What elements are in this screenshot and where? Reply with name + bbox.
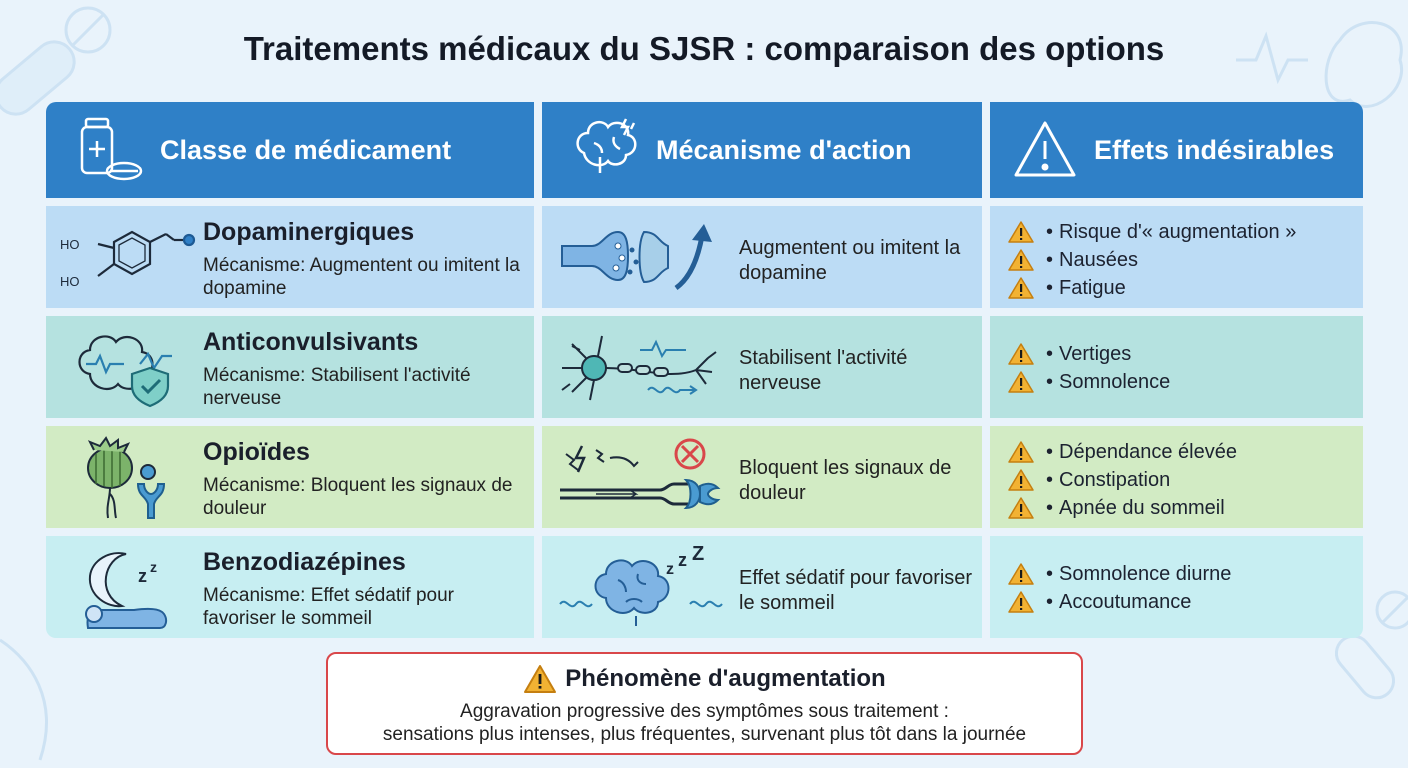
effects-cell: •Somnolence diurne •Accoutumance <box>990 536 1363 638</box>
sleeping-brain-icon: z z Z <box>559 546 723 626</box>
mechanism-description: Augmentent ou imitent la dopamine <box>739 237 961 284</box>
class-cell: z z Benzodiazépines Mécanisme: Effet séd… <box>46 536 534 638</box>
callout-title: Phénomène d'augmentation <box>328 664 1081 694</box>
header-effects: Effets indésirables <box>990 102 1363 198</box>
svg-text:z: z <box>666 561 674 578</box>
svg-text:z: z <box>678 550 687 570</box>
molecule-label: HO <box>60 237 80 252</box>
comparison-table: Classe de médicament Mécanisme d'action … <box>46 102 1363 640</box>
class-mechanism: Mécanisme: Effet sédatif pour favoriser … <box>203 585 454 629</box>
medicine-bottle-icon <box>80 117 143 181</box>
neuron-icon <box>561 335 717 401</box>
mechanism-description: Bloquent les signaux de douleur <box>739 457 952 504</box>
effect-item: •Risque d'« augmentation » <box>1008 218 1296 246</box>
effect-item: •Somnolence <box>1008 368 1170 396</box>
effects-list: •Somnolence diurne •Accoutumance <box>1008 560 1231 616</box>
warning-icon <box>1008 249 1034 271</box>
dopamine-molecule-icon: HO HO <box>60 230 196 289</box>
class-cell: HO HO Dopaminergiques Mécanisme: Augment… <box>46 206 534 308</box>
effects-cell: •Dépendance élevée •Constipation •Apnée … <box>990 426 1363 528</box>
warning-icon <box>1008 277 1034 299</box>
warning-icon <box>1008 497 1034 519</box>
effects-cell: •Vertiges •Somnolence <box>990 316 1363 418</box>
effect-item: •Somnolence diurne <box>1008 560 1231 588</box>
mechanism-description: Effet sédatif pour favoriser le sommeil <box>739 567 973 614</box>
molecule-label: HO <box>60 274 80 289</box>
effects-cell: •Risque d'« augmentation » •Nausées •Fat… <box>990 206 1363 308</box>
class-name: Dopaminergiques <box>203 218 415 246</box>
effect-item: •Constipation <box>1008 466 1237 494</box>
header-class-label: Classe de médicament <box>160 134 452 165</box>
brain-icon <box>576 118 637 173</box>
header-effects-label: Effets indésirables <box>1094 134 1335 165</box>
class-name: Benzodiazépines <box>203 548 406 576</box>
effects-list: •Vertiges •Somnolence <box>1008 340 1170 396</box>
warning-icon <box>1008 563 1034 585</box>
header-mechanism-label: Mécanisme d'action <box>656 134 912 165</box>
effect-item: •Apnée du sommeil <box>1008 494 1237 522</box>
brain-shield-icon <box>78 335 172 408</box>
class-mechanism: Mécanisme: Augmentent ou imitent la dopa… <box>203 255 520 299</box>
header-mechanism: Mécanisme d'action <box>542 102 982 198</box>
effect-item: •Vertiges <box>1008 340 1170 368</box>
warning-icon <box>1008 221 1034 243</box>
synapse-icon <box>561 224 712 291</box>
callout-line: Aggravation progressive des symptômes so… <box>460 701 949 722</box>
mechanism-cell: Augmentent ou imitent la dopamine <box>542 206 982 308</box>
class-cell: Anticonvulsivants Mécanisme: Stabilisent… <box>46 316 534 418</box>
effect-item: •Nausées <box>1008 246 1296 274</box>
class-mechanism: Mécanisme: Bloquent les signaux de doule… <box>203 475 513 519</box>
warning-icon <box>1008 371 1034 393</box>
effect-item: •Dépendance élevée <box>1008 438 1237 466</box>
effect-item: •Fatigue <box>1008 274 1296 302</box>
mechanism-cell: Bloquent les signaux de douleur <box>542 426 982 528</box>
effects-list: •Dépendance élevée •Constipation •Apnée … <box>1008 438 1237 522</box>
augmentation-callout: Phénomène d'augmentation Aggravation pro… <box>326 652 1083 755</box>
svg-text:z: z <box>150 559 157 575</box>
header-class: Classe de médicament <box>46 102 534 198</box>
warning-icon <box>524 665 557 693</box>
class-cell: Opioïdes Mécanisme: Bloquent les signaux… <box>46 426 534 528</box>
class-name: Opioïdes <box>203 438 310 466</box>
effects-list: •Risque d'« augmentation » •Nausées •Fat… <box>1008 218 1296 302</box>
mechanism-cell: Stabilisent l'activité nerveuse <box>542 316 982 418</box>
warning-icon <box>1014 121 1076 177</box>
pain-signal-block-icon <box>560 438 721 510</box>
mechanism-description: Stabilisent l'activité nerveuse <box>739 347 908 394</box>
poppy-receptor-icon <box>87 436 166 519</box>
class-mechanism: Mécanisme: Stabilisent l'activité nerveu… <box>203 365 471 409</box>
effect-item: •Accoutumance <box>1008 588 1231 616</box>
svg-text:z: z <box>138 566 147 586</box>
warning-icon <box>1008 469 1034 491</box>
mechanism-cell: z z Z Effet sédatif pour favoriser le so… <box>542 536 982 638</box>
class-name: Anticonvulsivants <box>203 328 419 356</box>
callout-line: sensations plus intenses, plus fréquente… <box>382 724 1027 745</box>
page-title: Traitements médicaux du SJSR : comparais… <box>243 30 1165 67</box>
warning-icon <box>1008 343 1034 365</box>
svg-text:Z: Z <box>692 546 704 565</box>
moon-sleeper-icon: z z <box>85 552 168 629</box>
warning-icon <box>1008 591 1034 613</box>
warning-icon <box>1008 441 1034 463</box>
